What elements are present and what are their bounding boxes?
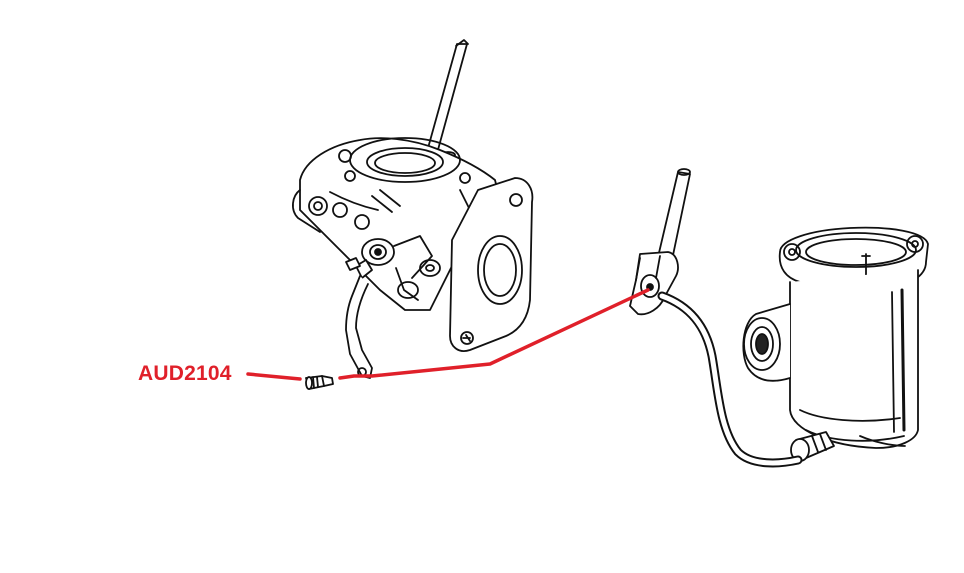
- screw-aud2104: [305, 375, 334, 390]
- callout-leader-line: [246, 372, 302, 381]
- callout-path-line: [338, 288, 650, 380]
- banjo-union: [629, 168, 691, 316]
- part-number-label: AUD2104: [138, 362, 232, 385]
- carburettor-body: [292, 39, 534, 379]
- feed-pipe: [657, 291, 803, 468]
- float-chamber: [742, 226, 929, 462]
